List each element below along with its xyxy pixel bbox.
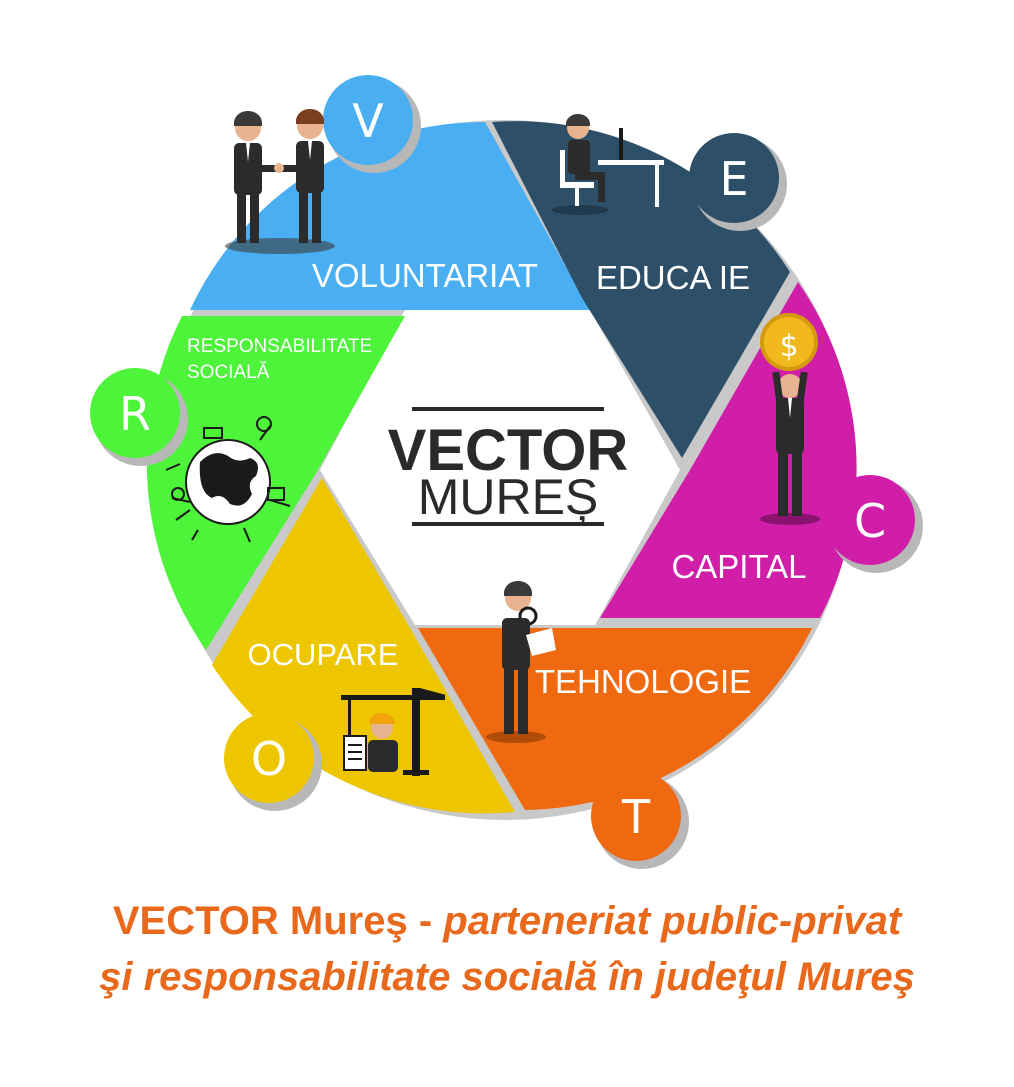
vector-diagram: VOLUNTARIAT EDUCA IE CAPITAL TEHNOLOGIE … bbox=[90, 75, 923, 869]
letter-circle-t[interactable]: T bbox=[591, 771, 689, 869]
letter-o: O bbox=[251, 732, 287, 786]
caption-title: VECTOR Mureş - bbox=[112, 899, 444, 943]
letter-v: V bbox=[352, 94, 384, 148]
label-responsabilitate-line2: SOCIALĂ bbox=[187, 362, 270, 383]
label-responsabilitate-line1: RESPONSABILITATE bbox=[187, 336, 372, 357]
caption-line-1: VECTOR Mureş - parteneriat public-privat bbox=[0, 897, 1014, 945]
letter-circle-c[interactable]: C bbox=[825, 475, 923, 573]
letter-circle-v[interactable]: V bbox=[323, 75, 421, 173]
crane-worker-icon bbox=[341, 688, 446, 776]
segment-responsabilitate[interactable] bbox=[146, 316, 405, 650]
logo-line1: VECTOR bbox=[388, 418, 629, 483]
label-voluntariat: VOLUNTARIAT bbox=[312, 257, 538, 294]
letter-circle-o[interactable]: O bbox=[224, 713, 322, 811]
vector-mures-logo: VECTOR MUREȘ bbox=[388, 407, 629, 526]
coin-symbol: $ bbox=[779, 329, 798, 364]
label-capital: CAPITAL bbox=[671, 548, 806, 585]
label-tehnologie: TEHNOLOGIE bbox=[535, 663, 751, 700]
letter-circle-e[interactable]: E bbox=[689, 133, 787, 231]
segment-tehnologie[interactable] bbox=[418, 628, 812, 810]
caption-line-2: şi responsabilitate socială în judeţul M… bbox=[0, 953, 1014, 1001]
letter-e: E bbox=[719, 152, 748, 206]
letter-t: T bbox=[621, 790, 651, 844]
label-educatie: EDUCA IE bbox=[596, 259, 750, 296]
letter-r: R bbox=[119, 387, 151, 441]
globe-doodle-icon bbox=[165, 416, 291, 543]
person-with-magnifier-icon bbox=[486, 580, 556, 743]
handshake-people-icon bbox=[225, 108, 335, 254]
person-at-desk-icon bbox=[552, 113, 664, 215]
letter-c: C bbox=[854, 494, 886, 548]
center-hexagon bbox=[320, 310, 680, 625]
segment-voluntariat[interactable] bbox=[190, 121, 590, 310]
label-ocupare: OCUPARE bbox=[247, 637, 398, 672]
person-holding-coin-icon: $ bbox=[760, 313, 820, 525]
caption-subtitle: parteneriat public-privat bbox=[443, 899, 902, 943]
letter-circle-r[interactable]: R bbox=[90, 368, 188, 466]
caption-subtitle-2: şi responsabilitate socială în judeţul M… bbox=[99, 955, 915, 999]
logo-line2: MUREȘ bbox=[418, 469, 599, 525]
